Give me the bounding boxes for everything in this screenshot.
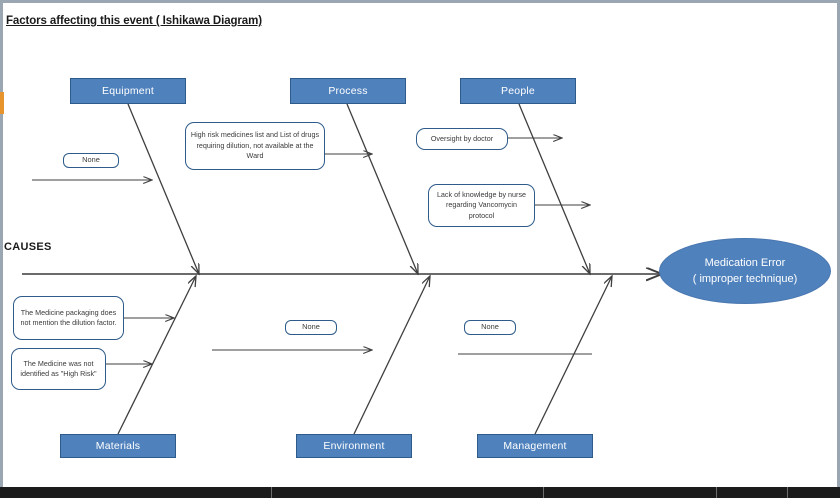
category-label: Process: [328, 85, 368, 97]
cause-box-materials-highrisk[interactable]: The Medicine was not identified as "High…: [11, 348, 106, 390]
cause-text: The Medicine was not identified as "High…: [20, 358, 97, 378]
cause-text: Lack of knowledge by nurse regarding Van…: [436, 189, 527, 220]
cause-text: None: [82, 155, 100, 165]
category-box-process[interactable]: Process: [290, 78, 406, 104]
page-edge-top: [0, 0, 840, 3]
cause-box-management-none[interactable]: None: [464, 320, 516, 335]
cause-box-process-highrisk-list[interactable]: High risk medicines list and List of dru…: [185, 122, 325, 170]
category-box-materials[interactable]: Materials: [60, 434, 176, 458]
category-label: Materials: [95, 440, 141, 452]
cause-box-environment-none[interactable]: None: [285, 320, 337, 335]
cause-box-materials-packaging[interactable]: The Medicine packaging does not mention …: [13, 296, 124, 340]
orange-margin-marker: [0, 92, 4, 114]
category-label: People: [501, 85, 535, 97]
cause-text: Oversight by doctor: [430, 133, 494, 143]
cause-box-people-oversight[interactable]: Oversight by doctor: [416, 128, 508, 150]
effect-line-1: Medication Error: [704, 256, 786, 269]
bottom-status-bar: [0, 487, 840, 498]
cause-box-people-knowledge[interactable]: Lack of knowledge by nurse regarding Van…: [428, 184, 535, 227]
causes-label: CAUSES: [4, 241, 52, 253]
category-label: Management: [503, 440, 567, 452]
effect-line-2: ( improper technique): [692, 273, 798, 285]
cause-text: None: [481, 322, 499, 332]
category-label: Environment: [323, 440, 385, 452]
page-title: Factors affecting this event ( Ishikawa …: [6, 15, 262, 27]
effect-ellipse[interactable]: Medication Error ( improper technique): [659, 238, 831, 304]
page-edge-right: [837, 0, 840, 489]
category-box-equipment[interactable]: Equipment: [70, 78, 186, 104]
category-box-environment[interactable]: Environment: [296, 434, 412, 458]
category-box-people[interactable]: People: [460, 78, 576, 104]
category-box-management[interactable]: Management: [477, 434, 593, 458]
cause-text: The Medicine packaging does not mention …: [20, 307, 117, 327]
cause-text: High risk medicines list and List of dru…: [190, 130, 320, 161]
page-edge-left: [0, 0, 3, 489]
cause-text: None: [302, 322, 320, 332]
category-label: Equipment: [102, 85, 154, 97]
cause-box-equipment-none[interactable]: None: [63, 153, 119, 168]
